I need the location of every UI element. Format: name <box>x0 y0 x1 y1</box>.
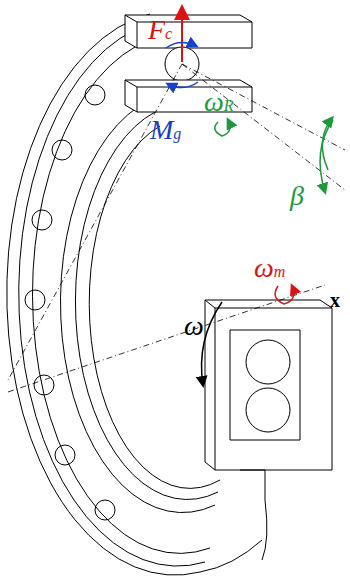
ball-spin-label: ωR <box>204 88 234 116</box>
axis-label: x <box>330 290 340 310</box>
moment-label: Mg <box>150 116 181 144</box>
force-label: Fc <box>148 16 172 44</box>
angle-label: β <box>290 182 304 210</box>
rotation-label: ω <box>184 312 204 340</box>
orbit-speed-label: ωm <box>254 254 285 282</box>
